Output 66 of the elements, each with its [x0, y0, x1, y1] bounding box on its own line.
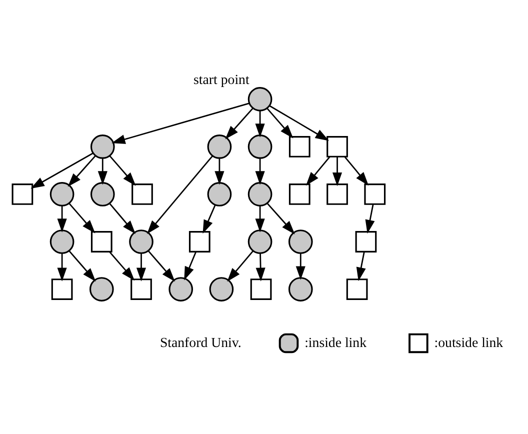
arrow — [214, 158, 224, 185]
node-circle — [168, 277, 194, 302]
arrow — [30, 152, 94, 189]
arrow — [68, 203, 96, 234]
arrow — [225, 108, 254, 140]
arrow — [269, 105, 330, 141]
arrow — [68, 250, 96, 282]
node-circle — [90, 182, 115, 206]
arrow — [256, 253, 266, 282]
arrow — [255, 158, 265, 185]
node-box — [288, 184, 310, 205]
node-circle — [248, 87, 272, 112]
node-circle — [90, 134, 115, 159]
arrow — [57, 206, 67, 232]
node-box — [346, 278, 368, 300]
arrow — [148, 250, 175, 282]
node-box — [326, 136, 348, 158]
node-box — [132, 184, 153, 205]
node-box — [288, 136, 310, 158]
legend-label: :outside link — [434, 334, 504, 350]
legend-label: :inside link — [304, 334, 367, 350]
node-box — [250, 278, 272, 300]
arrow — [98, 158, 108, 185]
arrow — [68, 156, 96, 187]
node-circle — [248, 134, 272, 159]
node-label: start point — [194, 72, 250, 88]
node-box — [188, 231, 210, 252]
node-box — [364, 184, 386, 205]
node-box — [51, 278, 73, 300]
node-circle — [288, 230, 313, 254]
label: Stanford Univ. — [160, 334, 242, 350]
arrow — [332, 156, 342, 186]
node-circle — [50, 230, 74, 254]
node-box — [90, 231, 112, 252]
arrow — [136, 253, 146, 282]
arrow — [255, 206, 265, 232]
arrow — [356, 252, 366, 282]
arrow — [202, 204, 216, 234]
node-box — [326, 184, 348, 205]
node-circle — [89, 277, 114, 302]
node-circle — [209, 277, 234, 302]
arrow — [57, 253, 67, 282]
arrow — [306, 156, 330, 186]
arrow — [266, 108, 294, 138]
arrow — [365, 204, 375, 234]
node-circle — [288, 277, 313, 302]
node-circle — [129, 230, 154, 254]
arrow — [184, 252, 196, 280]
node-circle — [248, 230, 272, 254]
arrow — [255, 110, 265, 138]
arrow — [109, 252, 135, 281]
node-box — [130, 278, 152, 300]
arrow — [344, 156, 369, 186]
node-box — [355, 231, 377, 252]
node-circle — [50, 182, 74, 206]
arrow — [266, 203, 295, 234]
arrow — [296, 253, 306, 280]
node-circle — [207, 134, 232, 159]
arrow — [109, 156, 136, 186]
node-circle — [207, 182, 232, 206]
arrow — [112, 102, 250, 144]
arrow — [109, 203, 136, 234]
node-circle — [248, 182, 272, 206]
node-box — [12, 184, 34, 205]
arrow — [146, 156, 214, 234]
arrow — [227, 250, 254, 282]
